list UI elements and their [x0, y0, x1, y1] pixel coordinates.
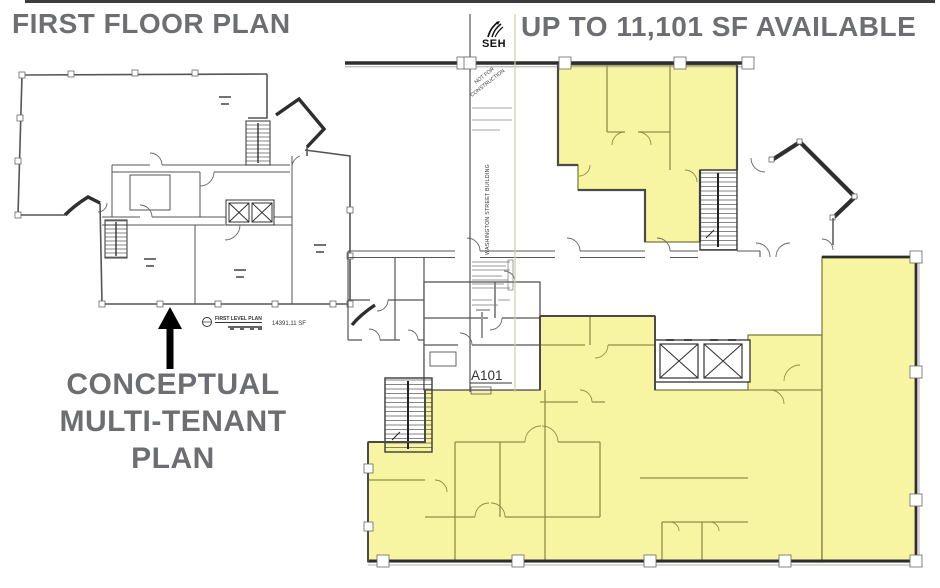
title-block-rules — [472, 107, 512, 131]
first-level-plan-small: FIRST LEVEL PLAN 14391.11 SF — [14, 69, 354, 369]
conceptual-plan-label-line1: CONCEPTUAL — [66, 368, 280, 401]
available-area-right — [821, 256, 917, 563]
top-cluster-partitions — [577, 65, 671, 190]
conceptual-plan-label-line2: MULTI-TENANT — [59, 405, 287, 438]
caption-title: FIRST LEVEL PLAN — [215, 316, 262, 322]
seh-logo-text: SEH — [481, 38, 507, 50]
conceptual-plan-label-line3: PLAN — [131, 442, 215, 475]
stairwell-icon — [699, 169, 738, 251]
page-title: FIRST FLOOR PLAN — [12, 8, 291, 39]
building-name-label: WASHINGTON STREET BUILDING — [485, 164, 491, 255]
left-room-doors — [368, 299, 419, 341]
column-markers — [363, 56, 923, 568]
elevator-icon — [225, 199, 275, 226]
up-arrow-icon — [158, 307, 182, 369]
bottom-mass-doors — [434, 344, 801, 532]
main-floor-plan: NOT FOR CONSTRUCTION WASHINGTON STREET B… — [345, 14, 923, 568]
corridor-doors — [466, 237, 834, 258]
corridor-walls — [348, 250, 761, 259]
top-rule — [25, 0, 935, 3]
conceptual-plan-label: CONCEPTUAL MULTI-TENANT PLAN — [18, 366, 328, 477]
angled-wall — [63, 195, 101, 217]
stairwell-icon — [245, 120, 271, 166]
angled-entry-wall — [350, 303, 376, 327]
right-block-walls — [822, 255, 920, 562]
bottom-mass-partitions — [368, 316, 822, 562]
availability-headline: UP TO 11,101 SF AVAILABLE — [521, 11, 917, 42]
entry-vestibule — [750, 138, 859, 245]
sheet-number: A101 — [471, 368, 503, 383]
column-markers — [14, 69, 354, 308]
top-cluster-doors — [578, 131, 698, 183]
left-exterior-walls — [367, 315, 656, 562]
seh-logo-icon — [487, 21, 504, 38]
left-rooms — [347, 251, 425, 390]
small-plan-outline — [17, 73, 351, 305]
elevator-icon — [654, 339, 751, 383]
drawing-caption: FIRST LEVEL PLAN 14391.11 SF — [202, 316, 306, 330]
small-plan-partitions — [102, 156, 293, 304]
stairwell-icon — [104, 219, 128, 259]
seh-logo: SEH — [477, 21, 511, 50]
caption-area: 14391.11 SF — [272, 321, 306, 327]
entry-vestibule-small — [275, 96, 327, 149]
title-block-notes — [472, 259, 514, 338]
small-plan-doors — [97, 152, 301, 241]
room-tags — [144, 96, 326, 278]
